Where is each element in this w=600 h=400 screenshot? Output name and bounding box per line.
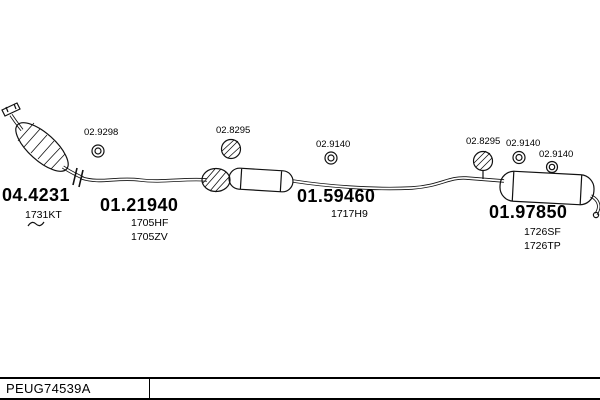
part-number-catalyst: 04.4231 [2,185,70,205]
part-ref-centre-silencer: 1717H9 [331,208,368,220]
rear-silencer-drawing [499,170,595,206]
mounting-ring-icon-rear-2 [545,160,559,174]
rubber-mounting-icon-rear [472,150,494,179]
part-number-centre-ring: 02.9140 [316,139,351,150]
part-number-gasket: 02.9298 [84,127,119,138]
part-number-front-pipe: 01.21940 [100,195,179,215]
part-number-rear-ring-1: 02.9140 [506,138,541,149]
wave-mark [27,221,45,227]
part-ref-catalyst: 1731KT [25,209,62,221]
part-number-rear-mounting: 02.8295 [466,136,501,147]
flex-joint-drawing [201,167,231,193]
gasket-ring-icon [91,144,105,158]
part-ref-rear-silencer-2: 1726TP [524,240,561,252]
mounting-ring-icon-centre [324,151,338,165]
part-ref-front-pipe-2: 1705ZV [131,231,168,243]
part-number-front-mounting: 02.8295 [216,125,251,136]
diagram-code: PEUG74539A [6,381,91,396]
catalytic-converter-drawing [15,122,69,172]
part-ref-front-pipe-1: 1705HF [131,217,169,229]
pipe-runs [9,114,600,215]
rubber-mounting-icon-front [220,138,242,160]
part-number-rear-ring-2: 02.9140 [539,149,574,160]
diagram-code-cell: PEUG74539A [0,379,150,398]
front-flange [1,102,21,117]
part-ref-rear-silencer-1: 1726SF [524,226,561,238]
centre-silencer-drawing [228,167,294,193]
flange-joint [72,167,84,188]
tailpipe-drawing [592,211,600,219]
part-number-rear-silencer: 01.97850 [489,202,568,222]
mounting-ring-icon-rear-1 [512,150,526,165]
part-number-centre-silencer: 01.59460 [297,186,376,206]
footer-bar: PEUG74539A [0,377,600,400]
